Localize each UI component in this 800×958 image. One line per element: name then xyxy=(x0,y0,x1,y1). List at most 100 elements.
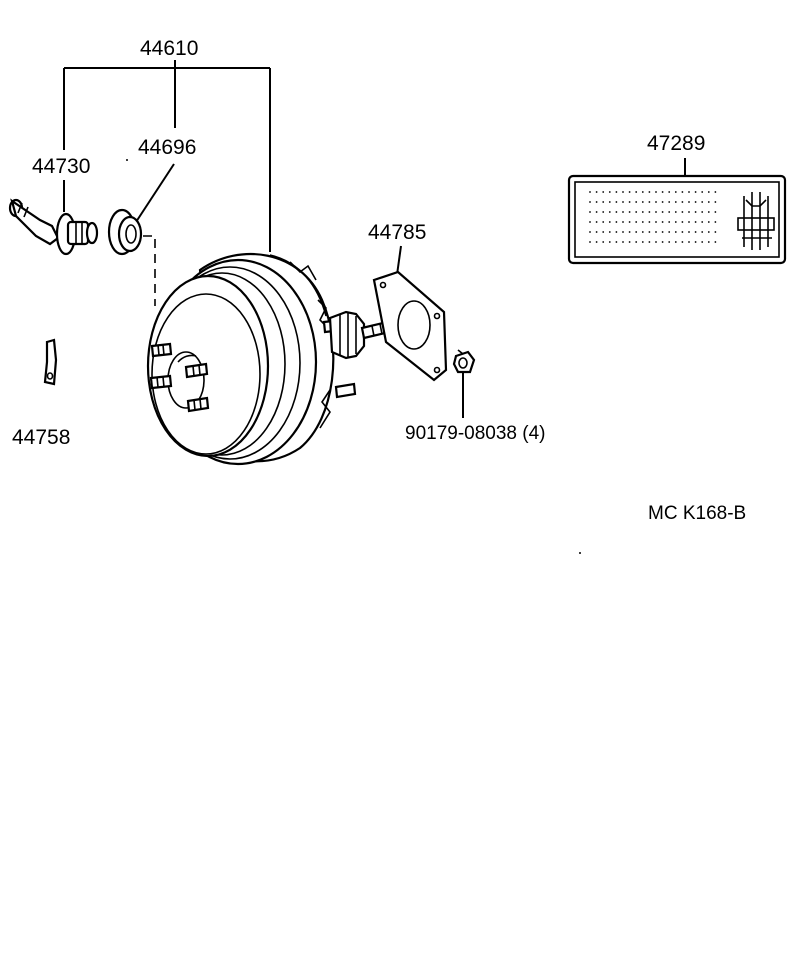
plate-dot xyxy=(714,201,717,203)
plate-dot xyxy=(641,191,644,193)
plate-dot xyxy=(707,221,710,223)
plate-dot xyxy=(694,211,697,213)
plate-dot xyxy=(595,221,598,223)
plate-dot xyxy=(615,221,618,223)
plate-dot xyxy=(661,231,664,233)
plate-dot xyxy=(681,201,684,203)
plate-dot xyxy=(608,241,611,243)
plate-dot xyxy=(688,191,690,193)
plate-dot xyxy=(714,191,717,193)
label-44696: 44696 xyxy=(138,136,196,159)
plate-dot xyxy=(648,221,651,223)
plate-dot xyxy=(595,191,598,193)
plate-dot xyxy=(661,211,664,213)
plate-dot xyxy=(589,211,591,213)
plate-dot xyxy=(681,191,684,193)
plate-dot xyxy=(641,201,644,203)
leader-44610 xyxy=(63,60,271,252)
plate-dot xyxy=(694,231,697,233)
gasket-part xyxy=(372,270,448,382)
plate-dot xyxy=(608,221,611,223)
plate-dot xyxy=(628,191,631,193)
dashed-assembly-line xyxy=(143,235,156,306)
caution-plate-part xyxy=(567,174,787,265)
plate-dot xyxy=(608,201,611,203)
plate-dot xyxy=(674,221,677,223)
plate-dot xyxy=(681,211,684,213)
plate-dot xyxy=(641,231,644,233)
plate-dot xyxy=(681,241,684,243)
plate-dot xyxy=(635,201,638,203)
plate-dot xyxy=(635,231,638,233)
plate-dot xyxy=(602,241,605,243)
plate-dot xyxy=(688,231,690,233)
plate-dot xyxy=(635,221,638,223)
plate-dot xyxy=(655,191,657,193)
plate-dot xyxy=(681,231,684,233)
plate-dot xyxy=(615,231,618,233)
plate-dot xyxy=(622,211,624,213)
label-44610: 44610 xyxy=(140,37,198,60)
plate-dot xyxy=(615,211,618,213)
plate-dot xyxy=(714,211,717,213)
plate-dot xyxy=(595,231,598,233)
plate-dot xyxy=(602,201,605,203)
plate-dot xyxy=(589,241,591,243)
plate-dot xyxy=(701,231,704,233)
plate-dot xyxy=(714,231,717,233)
plate-dot xyxy=(707,211,710,213)
plate-dot xyxy=(635,241,638,243)
hose-union-part xyxy=(8,198,99,256)
plate-dot xyxy=(674,191,677,193)
plate-dot xyxy=(648,231,651,233)
plate-dot xyxy=(628,221,631,223)
scan-speck xyxy=(126,159,128,161)
plate-dot xyxy=(707,191,710,193)
plate-dot xyxy=(648,241,651,243)
plate-dot xyxy=(714,221,717,223)
plate-dot xyxy=(674,231,677,233)
plate-dot xyxy=(701,241,704,243)
plate-dot xyxy=(641,211,644,213)
plate-dot xyxy=(608,211,611,213)
plate-dot xyxy=(688,201,690,203)
plate-dot xyxy=(707,241,710,243)
plate-dot xyxy=(661,241,664,243)
plate-dot xyxy=(602,211,605,213)
plate-dot xyxy=(635,211,638,213)
plate-dot xyxy=(628,201,631,203)
plate-dot xyxy=(701,201,704,203)
plate-dot xyxy=(655,221,657,223)
plate-dot xyxy=(628,211,631,213)
brake-booster-part xyxy=(146,252,412,466)
plate-dot xyxy=(602,221,605,223)
plate-dot xyxy=(661,201,664,203)
plate-dot xyxy=(661,191,664,193)
plate-dot xyxy=(595,241,598,243)
plate-dot xyxy=(615,201,618,203)
plate-dot xyxy=(688,241,690,243)
label-44758: 44758 xyxy=(12,426,70,449)
plate-dot xyxy=(655,201,657,203)
plate-dot xyxy=(694,191,697,193)
plate-pictogram xyxy=(737,192,775,250)
plate-dot xyxy=(628,231,631,233)
plate-dot xyxy=(694,201,697,203)
bracket-part xyxy=(43,338,58,386)
plate-dot xyxy=(648,191,651,193)
plate-dot xyxy=(615,191,618,193)
plate-dot xyxy=(641,241,644,243)
leader-44696 xyxy=(135,163,175,223)
plate-dot xyxy=(674,241,677,243)
plate-dot xyxy=(641,221,644,223)
plate-dot xyxy=(589,191,591,193)
plate-dot xyxy=(668,221,671,223)
plate-dot xyxy=(694,221,697,223)
plate-dot xyxy=(635,191,638,193)
nut-part xyxy=(452,349,476,374)
plate-dot xyxy=(602,231,605,233)
plate-dot xyxy=(707,231,710,233)
grommet-part xyxy=(107,208,143,256)
